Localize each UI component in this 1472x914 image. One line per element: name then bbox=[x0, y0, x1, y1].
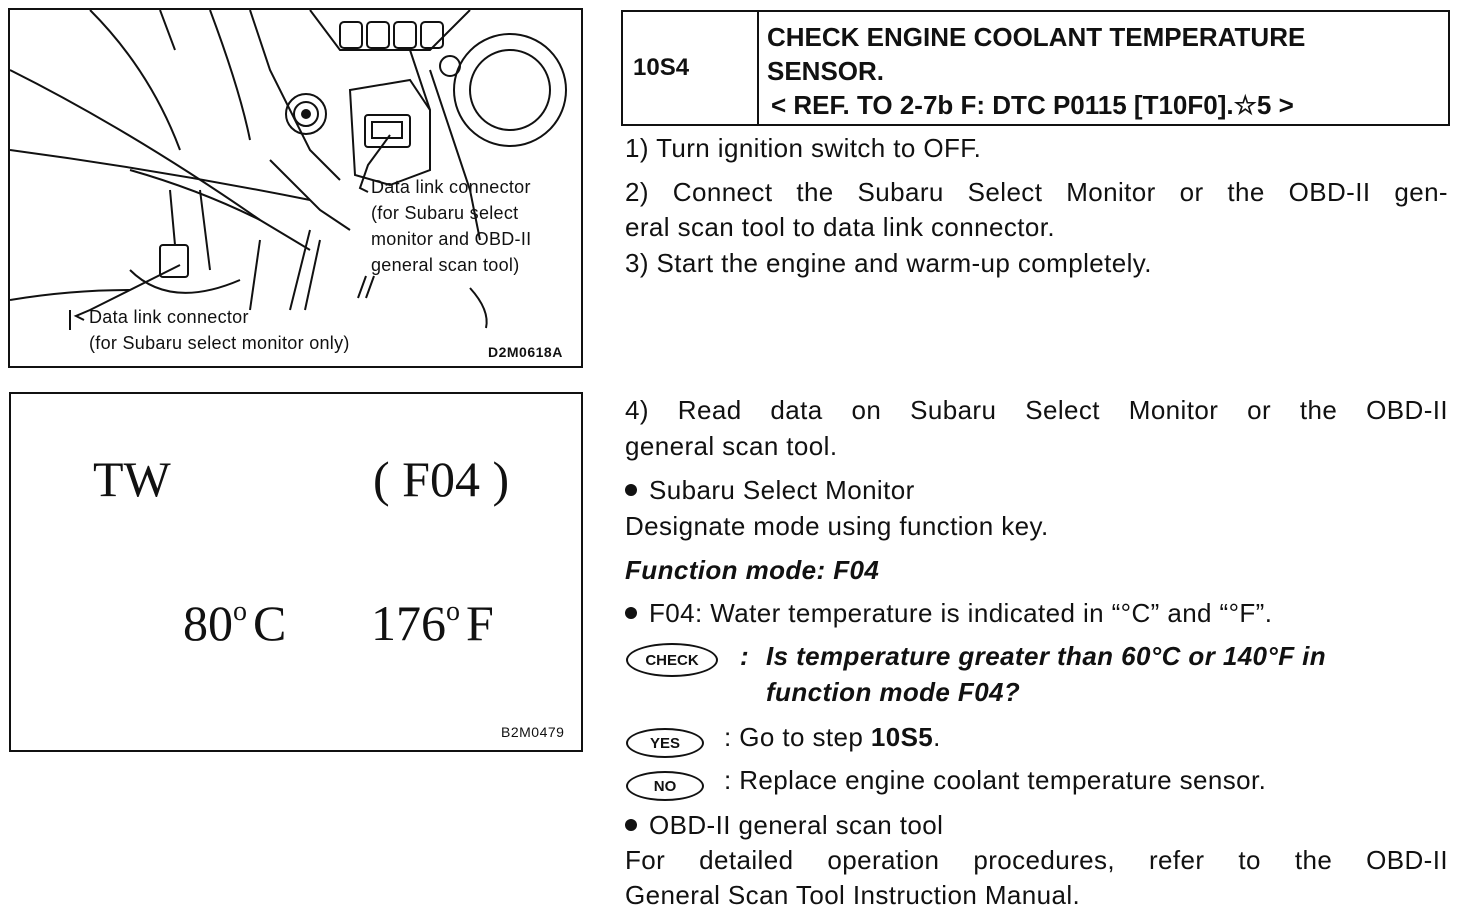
callout-dlc-main: Data link connector (for Subaru select m… bbox=[371, 174, 531, 278]
instruction-step-2-line2: eral scan tool to data link connector. bbox=[625, 212, 1056, 242]
instruction-step-1: 1) Turn ignition switch to OFF. bbox=[625, 133, 982, 163]
connector-location-figure: Data link connector (for Subaru select m… bbox=[8, 8, 583, 368]
check-badge-icon: CHECK bbox=[626, 643, 718, 677]
celsius-value: 80 bbox=[183, 595, 233, 651]
display-mode: ( F04 ) bbox=[373, 451, 510, 507]
obd2-detail-line1: For detailed operation procedures, refer… bbox=[625, 845, 1448, 875]
designate-mode-text: Designate mode using function key. bbox=[625, 511, 1049, 541]
no-badge-icon: NO bbox=[626, 771, 704, 801]
bullet-obd2-scan-tool: OBD-II general scan tool bbox=[625, 807, 943, 843]
callout-line: Data link connector bbox=[371, 177, 531, 197]
no-answer: : Replace engine coolant temperature sen… bbox=[724, 765, 1267, 795]
bullet-icon bbox=[625, 484, 637, 496]
yes-badge-icon: YES bbox=[626, 728, 704, 758]
fahrenheit-value: 176 bbox=[371, 595, 446, 651]
degree-symbol: o bbox=[233, 596, 247, 627]
bullet-icon bbox=[625, 607, 637, 619]
yes-next-step: 10S5 bbox=[870, 722, 934, 752]
check-question-line1: Is temperature greater than 60°C or 140°… bbox=[766, 641, 1327, 671]
figure-code: D2M0618A bbox=[488, 344, 563, 360]
yes-answer: : Go to step 10S5. bbox=[724, 719, 941, 755]
instruction-step-2-line1: 2) Connect the Subaru Select Monitor or … bbox=[625, 177, 1448, 207]
step-title-line: CHECK ENGINE COOLANT TEMPERATURE bbox=[767, 22, 1306, 52]
bullet-text: OBD-II general scan tool bbox=[649, 810, 944, 840]
step-title: CHECK ENGINE COOLANT TEMPERATURE SENSOR.… bbox=[759, 12, 1448, 124]
callout-line: Data link connector bbox=[89, 307, 249, 327]
step-number: 10S4 bbox=[623, 12, 759, 124]
callout-line: (for Subaru select monitor only) bbox=[89, 333, 350, 353]
yes-answer-suffix: . bbox=[933, 722, 941, 752]
step-title-line: SENSOR. bbox=[767, 56, 885, 86]
check-question-line2: function mode F04? bbox=[766, 677, 1021, 707]
instruction-step-4-line1: 4) Read data on Subaru Select Monitor or… bbox=[625, 395, 1448, 425]
degree-symbol: o bbox=[446, 596, 460, 627]
bullet-subaru-select-monitor: Subaru Select Monitor bbox=[625, 472, 915, 508]
callout-dlc-subaru-only: Data link connector (for Subaru select m… bbox=[89, 304, 350, 356]
bullet-text: Subaru Select Monitor bbox=[649, 475, 915, 505]
instruction-step-3: 3) Start the engine and warm-up complete… bbox=[625, 248, 1152, 278]
check-colon: : bbox=[740, 641, 750, 671]
callout-line: monitor and OBD-II bbox=[371, 229, 532, 249]
figure-code: B2M0479 bbox=[501, 724, 565, 740]
bullet-icon bbox=[625, 819, 637, 831]
callout-line: (for Subaru select bbox=[371, 203, 519, 223]
bullet-text: F04: Water temperature is indicated in “… bbox=[649, 598, 1273, 628]
step-header: 10S4 CHECK ENGINE COOLANT TEMPERATURE SE… bbox=[621, 10, 1450, 126]
step-reference: < REF. TO 2-7b F: DTC P0115 [T10F0].☆5 > bbox=[771, 90, 1294, 120]
display-parameter-label: TW bbox=[93, 451, 171, 507]
callout-line: general scan tool) bbox=[371, 255, 520, 275]
dashboard-illustration bbox=[10, 10, 567, 330]
instruction-step-4-line2: general scan tool. bbox=[625, 431, 838, 461]
bullet-f04-description: F04: Water temperature is indicated in “… bbox=[625, 595, 1272, 631]
function-mode-heading: Function mode: F04 bbox=[625, 555, 880, 585]
yes-answer-text: : Go to step bbox=[724, 722, 871, 752]
celsius-unit: C bbox=[253, 595, 287, 651]
fahrenheit-unit: F bbox=[466, 595, 494, 651]
obd2-detail-line2: General Scan Tool Instruction Manual. bbox=[625, 880, 1081, 910]
